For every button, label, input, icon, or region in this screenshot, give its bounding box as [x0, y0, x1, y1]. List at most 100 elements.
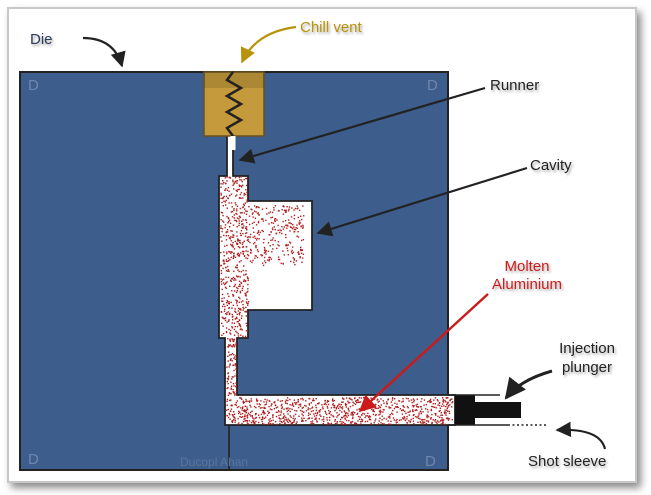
metal-speck [271, 227, 274, 229]
metal-speck [302, 399, 304, 401]
metal-speck [364, 401, 366, 404]
corner-mark-tr: D [427, 77, 438, 94]
metal-speck [281, 232, 283, 235]
metal-speck [348, 397, 351, 400]
metal-speck [242, 245, 245, 248]
metal-speck [442, 421, 444, 423]
metal-speck [287, 413, 289, 415]
metal-speck [267, 412, 270, 414]
metal-speck [246, 199, 248, 201]
metal-speck [283, 416, 285, 418]
metal-speck [232, 257, 234, 260]
metal-speck [264, 251, 266, 253]
metal-speck [237, 189, 239, 191]
metal-speck [332, 403, 334, 405]
metal-speck [255, 224, 258, 226]
metal-speck [331, 399, 334, 401]
metal-speck [445, 414, 447, 416]
metal-speck [355, 399, 358, 402]
metal-speck [238, 308, 241, 310]
metal-speck [255, 406, 257, 409]
metal-speck [254, 413, 257, 416]
metal-speck [283, 413, 285, 415]
metal-speck [285, 211, 287, 213]
metal-speck [229, 410, 232, 412]
metal-speck [245, 398, 247, 401]
metal-speck [237, 417, 239, 420]
metal-speck [341, 416, 343, 419]
metal-speck [439, 402, 441, 404]
metal-speck [239, 324, 241, 326]
metal-speck [246, 400, 248, 402]
metal-speck [231, 360, 233, 362]
metal-speck [238, 323, 240, 325]
metal-speck [314, 412, 317, 414]
metal-speck [254, 257, 256, 259]
metal-speck [287, 399, 289, 402]
metal-speck [231, 278, 234, 280]
metal-speck [352, 411, 354, 413]
metal-speck [290, 416, 292, 418]
metal-speck [369, 416, 371, 418]
metal-speck [245, 412, 247, 414]
metal-speck [228, 259, 230, 262]
metal-speck [235, 219, 237, 222]
metal-speck [245, 293, 247, 295]
metal-speck [243, 279, 245, 281]
metal-speck [282, 262, 284, 265]
metal-speck [408, 414, 410, 416]
metal-speck [226, 409, 228, 411]
metal-speck [225, 282, 227, 284]
metal-speck [354, 397, 356, 400]
metal-speck [225, 276, 227, 278]
injection-label-line1: Injection [559, 340, 615, 357]
metal-speck [222, 282, 225, 284]
metal-speck [231, 322, 233, 324]
metal-speck [269, 256, 271, 259]
metal-speck [309, 408, 311, 410]
metal-speck [441, 414, 444, 416]
metal-speck [228, 351, 230, 353]
metal-speck [346, 416, 348, 418]
metal-speck [244, 420, 246, 422]
metal-speck [293, 214, 296, 217]
metal-speck [254, 237, 256, 239]
metal-speck [435, 414, 437, 416]
metal-speck [394, 398, 396, 400]
metal-speck [423, 404, 425, 406]
metal-speck [236, 264, 238, 267]
metal-speck [233, 183, 235, 185]
metal-speck [256, 206, 258, 208]
metal-speck [220, 311, 223, 313]
metal-speck [275, 404, 277, 406]
metal-speck [435, 421, 437, 423]
metal-speck [327, 399, 329, 402]
metal-speck [289, 230, 291, 232]
metal-speck [380, 404, 382, 406]
metal-speck [337, 414, 339, 417]
metal-speck [256, 249, 259, 251]
metal-speck [314, 418, 316, 420]
metal-speck [270, 239, 272, 241]
molten-label-line2: Aluminium [492, 276, 562, 293]
metal-speck [447, 403, 449, 405]
metal-speck [241, 289, 243, 292]
metal-speck [282, 417, 284, 419]
metal-speck [246, 415, 249, 417]
metal-speck [271, 409, 273, 411]
metal-speck [371, 406, 373, 409]
metal-speck [351, 421, 353, 423]
metal-speck [390, 412, 393, 414]
metal-speck [293, 261, 295, 264]
metal-speck [246, 257, 249, 260]
metal-speck [394, 402, 396, 404]
metal-speck [237, 252, 239, 254]
metal-speck [278, 411, 280, 413]
metal-speck [226, 189, 229, 191]
metal-speck [247, 301, 250, 303]
metal-speck [426, 414, 429, 417]
metal-speck [404, 410, 406, 413]
chill-vent-arrow [240, 25, 297, 64]
metal-speck [227, 300, 229, 303]
metal-speck [448, 410, 450, 413]
